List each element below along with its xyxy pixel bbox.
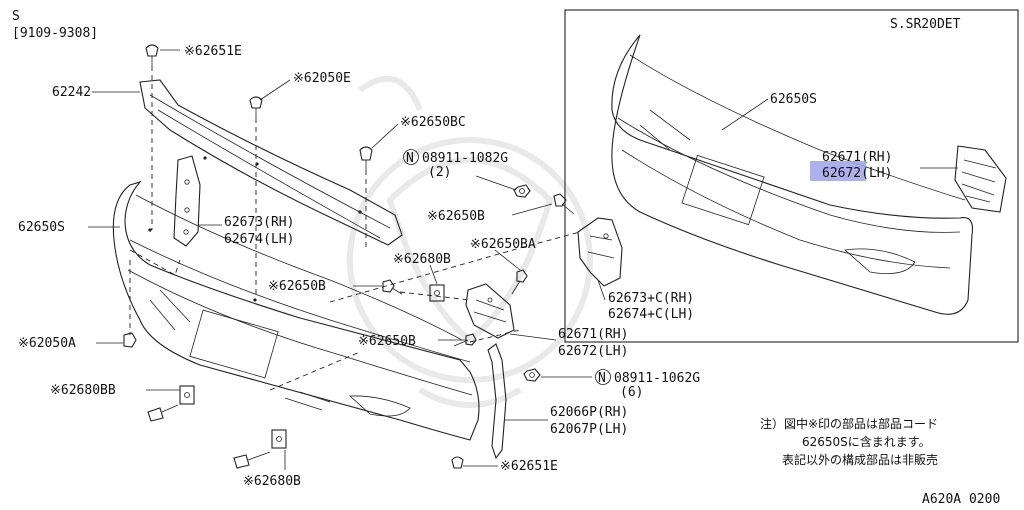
label-62066p-rh: 62066P(RH) xyxy=(550,405,628,420)
label-62650ba: ※62650BA xyxy=(470,237,536,252)
clip-62050a[interactable] xyxy=(123,332,137,348)
label-62050a: ※62050A xyxy=(18,336,76,351)
label-62680bb: ※62680BB xyxy=(50,383,116,398)
leader-62050e xyxy=(259,79,291,101)
label-62050e: ※62050E xyxy=(293,71,351,86)
leader-62650b-upper xyxy=(511,203,553,216)
label-62680b-bottom: ※62680B xyxy=(243,474,301,489)
inset-bracket-62671[interactable] xyxy=(954,145,1007,213)
note-line-1: 注）図中※印の部品は部品コード xyxy=(760,416,938,431)
label-62671-rh: 62671(RH) xyxy=(558,327,628,342)
label-08911-1062g: 08911-1062G xyxy=(614,371,700,386)
clip-62050e[interactable] xyxy=(249,96,263,118)
clip-62650bc[interactable] xyxy=(359,146,373,170)
dash-side xyxy=(129,249,181,276)
label-08911-1062g-qty: (6) xyxy=(620,385,643,400)
leader-inset-62650s xyxy=(721,98,769,131)
clip-62651e-top[interactable] xyxy=(145,44,159,66)
n-mark-1082g-text: N xyxy=(406,151,414,166)
label-62680b-top: ※62680B xyxy=(393,252,451,267)
label-62651e-bottom: ※62651E xyxy=(500,459,558,474)
n-mark-1062g xyxy=(595,369,611,385)
leader-08911-1082g xyxy=(475,175,517,191)
bracket-62671[interactable] xyxy=(465,283,515,339)
bumper-62650s[interactable] xyxy=(112,180,480,441)
label-62673c-rh: 62673+C(RH) xyxy=(608,291,694,306)
label-08911-1082g-qty: (2) xyxy=(428,165,451,180)
label-62650s: 62650S xyxy=(18,220,65,235)
footnote: 注）図中※印の部品は部品コード 62650Sに含まれます。 表記以外の構成部品は… xyxy=(760,416,938,467)
inset-title: S.SR20DET xyxy=(890,17,961,32)
nut-62680b-top[interactable] xyxy=(429,284,445,302)
reinforcement-62242[interactable] xyxy=(139,79,403,246)
dash-bracket xyxy=(329,231,581,303)
date-range: [9109-9308] xyxy=(12,26,98,41)
bolt-62650b-low[interactable] xyxy=(453,333,477,347)
dash-62650b-mid xyxy=(399,291,471,301)
n-mark-1082g xyxy=(403,149,419,165)
watermark-emblem xyxy=(347,75,593,408)
label-62067p-lh: 62067P(LH) xyxy=(550,422,628,437)
label-62673-rh: 62673(RH) xyxy=(224,215,294,230)
label-inset-62672-lh: 62672(LH) xyxy=(822,166,892,181)
leader-62650bc xyxy=(371,123,399,149)
label-inset-62650s: 62650S xyxy=(770,92,817,107)
label-62650b-low: ※62650B xyxy=(358,334,416,349)
bolt-62650ba[interactable] xyxy=(511,269,528,295)
bracket-62673c[interactable] xyxy=(577,217,623,287)
label-62242: 62242 xyxy=(52,85,91,100)
leader-62650ba xyxy=(494,249,521,271)
nut-08911-1082g[interactable] xyxy=(513,184,531,198)
model-code: S xyxy=(12,9,20,24)
inset-frame xyxy=(564,9,1019,343)
label-62672-lh: 62672(LH) xyxy=(558,344,628,359)
label-62674-lh: 62674(LH) xyxy=(224,232,294,247)
note-line-2: 62650Sに含まれます。 xyxy=(802,434,931,449)
label-62651e-top: ※62651E xyxy=(184,44,242,59)
bolt-62650b-upper[interactable] xyxy=(553,193,575,215)
nut-08911-1062g[interactable] xyxy=(523,368,541,382)
n-mark-1062g-text: N xyxy=(598,371,606,386)
bolt-62650b-mid[interactable] xyxy=(382,279,403,295)
inset-sr20det: S.SR20DET 62650S 62671(RH) 62672(LH) xyxy=(564,9,1019,343)
label-62674c-lh: 62674+C(LH) xyxy=(608,307,694,322)
inset-bumper-62650s[interactable] xyxy=(611,34,974,315)
highlight-62672 xyxy=(810,161,866,181)
label-62650b-mid: ※62650B xyxy=(268,279,326,294)
note-line-3: 表記以外の構成部品は非販売 xyxy=(782,452,938,467)
label-08911-1082g: 08911-1082G xyxy=(422,151,508,166)
label-62650bc: ※62650BC xyxy=(400,115,466,130)
side-bracket-62673[interactable] xyxy=(173,155,201,247)
label-62650b-upper: ※62650B xyxy=(427,209,485,224)
leader-62673c xyxy=(597,279,606,301)
leader-62680b-top xyxy=(429,264,438,285)
leader-62671 xyxy=(509,333,557,341)
molding-62066p[interactable] xyxy=(487,343,507,460)
nut-62680b-bottom[interactable] xyxy=(233,429,287,469)
clip-62651e-bottom[interactable] xyxy=(451,456,464,469)
nut-62680bb[interactable] xyxy=(147,385,195,422)
figure-code: A620A 0200 xyxy=(922,492,1000,507)
dash-lower xyxy=(269,351,361,391)
